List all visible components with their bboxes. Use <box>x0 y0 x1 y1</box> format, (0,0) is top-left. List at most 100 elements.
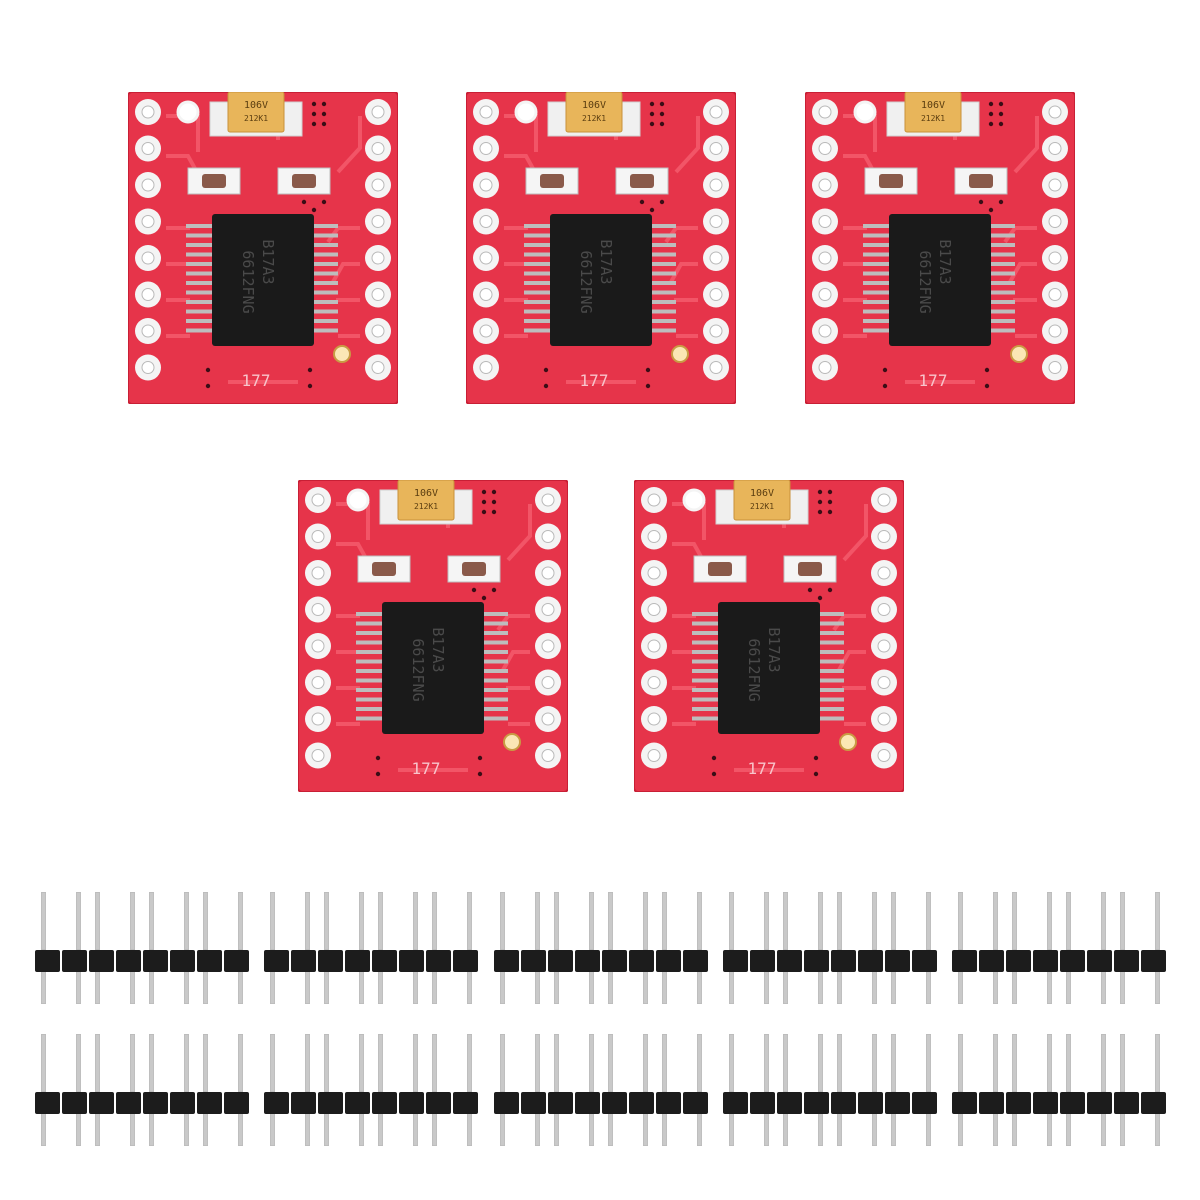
header-pin <box>1155 892 1160 951</box>
ic-lead <box>298 224 338 228</box>
header-pin <box>1101 1034 1106 1093</box>
header-pin <box>432 1034 437 1093</box>
via <box>639 199 645 205</box>
header-pin <box>958 892 963 951</box>
ic-lead <box>186 281 226 285</box>
mounting-hole <box>853 100 877 124</box>
via <box>205 367 211 373</box>
ic-lead <box>804 716 844 721</box>
ic-lead <box>468 716 508 721</box>
ic-lead <box>692 650 732 654</box>
header-pin-lower <box>378 1111 383 1146</box>
header-block <box>89 1092 114 1114</box>
header-block <box>750 1092 775 1114</box>
chip-text-1: B17A3 <box>597 239 615 284</box>
header-pin <box>467 892 472 951</box>
header-block <box>1114 1092 1139 1114</box>
ic-lead <box>636 224 676 228</box>
header-pin-lower <box>993 1111 998 1146</box>
via <box>659 101 665 107</box>
header-block <box>1141 950 1166 972</box>
ic-lead <box>863 290 903 295</box>
ic-lead <box>524 224 564 228</box>
header-pin-lower <box>432 969 437 1004</box>
header-pin <box>41 892 46 951</box>
header-pin-lower <box>764 1111 769 1146</box>
header-pin-lower <box>554 1111 559 1146</box>
tantalum-capacitor <box>904 92 962 133</box>
header-pin-lower <box>467 1111 472 1146</box>
header-pin <box>1120 1034 1125 1093</box>
header-pin-lower <box>643 969 648 1004</box>
header-pin <box>359 892 364 951</box>
header-pin <box>783 892 788 951</box>
ic-lead <box>468 697 508 702</box>
test-pad <box>1010 345 1028 363</box>
header-pin <box>993 1034 998 1093</box>
via <box>491 509 497 515</box>
header-block <box>831 950 856 972</box>
via <box>827 509 833 515</box>
pin-header-3 <box>493 892 709 1004</box>
ic-lead <box>975 300 1015 304</box>
ic-lead <box>975 262 1015 266</box>
ic-lead <box>863 233 903 238</box>
ic-lead <box>692 612 732 616</box>
ic-lead <box>186 252 226 257</box>
via <box>481 595 487 601</box>
header-pin-lower <box>149 969 154 1004</box>
test-pad <box>839 733 857 751</box>
via <box>988 207 994 213</box>
header-pin <box>1047 1034 1052 1093</box>
via <box>659 111 665 117</box>
capacitor-text-1: 106V <box>750 488 774 499</box>
ic-lead <box>298 271 338 276</box>
ic-lead <box>636 319 676 323</box>
chip-text-1: B17A3 <box>936 239 954 284</box>
chip-text-1: B17A3 <box>259 239 277 284</box>
header-pin <box>500 1034 505 1093</box>
header-pin <box>359 1034 364 1093</box>
via <box>817 489 823 495</box>
via <box>813 755 819 761</box>
header-pin <box>643 1034 648 1093</box>
header-pin-lower <box>1047 969 1052 1004</box>
header-pin <box>1066 892 1071 951</box>
ic-lead <box>524 252 564 257</box>
ic-lead <box>524 319 564 323</box>
ic-lead <box>636 281 676 285</box>
header-pin <box>76 892 81 951</box>
ic-lead <box>186 309 226 314</box>
header-pin <box>818 892 823 951</box>
via <box>491 499 497 505</box>
header-pin <box>238 1034 243 1093</box>
ic-lead <box>186 233 226 238</box>
pin-header-9 <box>722 1034 938 1146</box>
header-block <box>372 1092 397 1114</box>
header-pin <box>1047 892 1052 951</box>
via <box>311 111 317 117</box>
header-pin <box>130 892 135 951</box>
via <box>481 509 487 515</box>
header-pin <box>837 892 842 951</box>
header-block <box>143 1092 168 1114</box>
header-pin-lower <box>697 969 702 1004</box>
mounting-hole <box>346 488 370 512</box>
header-pin <box>662 1034 667 1093</box>
via <box>807 587 813 593</box>
header-block <box>197 950 222 972</box>
ic-lead <box>524 271 564 276</box>
ic-lead <box>356 707 396 711</box>
ic-lead <box>524 262 564 266</box>
via <box>827 587 833 593</box>
board-mark: 177 <box>748 759 777 778</box>
capacitor-text-2: 212K1 <box>414 502 438 511</box>
ic-lead <box>356 678 396 683</box>
via <box>827 489 833 495</box>
header-block <box>116 950 141 972</box>
header-pin-lower <box>432 1111 437 1146</box>
header-pin-lower <box>95 969 100 1004</box>
header-pin <box>783 1034 788 1093</box>
